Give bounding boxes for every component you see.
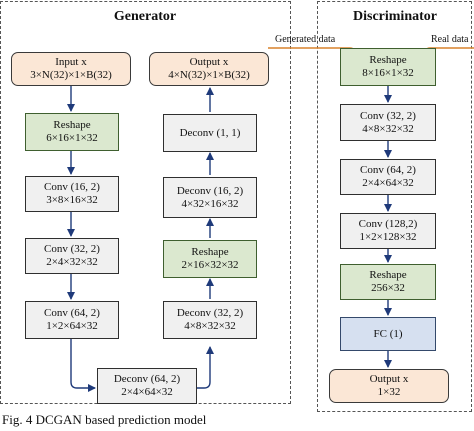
discriminator-reshape2-label: Reshape — [369, 269, 407, 281]
discriminator-reshape-label: Reshape — [369, 54, 407, 66]
generator-deconv-bottom-label: Deconv (64, 2) — [113, 373, 181, 385]
figure-caption: Fig. 4 DCGAN based prediction model — [2, 412, 207, 427]
discriminator-panel — [317, 1, 472, 412]
generated-data-label: Generated data — [275, 34, 336, 45]
discriminator-conv2-box: Conv (64, 2) 2×4×64×32 — [340, 159, 436, 195]
generator-deconv3-label: Deconv (16, 2) — [176, 184, 244, 197]
discriminator-conv1-label: Conv (32, 2) — [360, 109, 416, 122]
generator-conv3-box: Conv (64, 2) 1×2×64×32 — [25, 301, 119, 339]
generator-conv2-box: Conv (32, 2) 2×4×32×32 — [25, 238, 119, 274]
discriminator-conv2-dims: 2×4×64×32 — [362, 177, 414, 189]
generator-reshape-label: Reshape — [53, 119, 91, 131]
generator-reshape2-label: Reshape — [191, 246, 229, 258]
discriminator-fc-box: FC (1) — [340, 317, 436, 351]
discriminator-output-box: Output x 1×32 — [329, 369, 449, 403]
generator-output-label: Output x — [189, 56, 229, 68]
generator-deconv2-label: Deconv (32, 2) — [176, 307, 244, 319]
real-data-label: Real data — [431, 34, 469, 45]
discriminator-output-label: Output x — [369, 373, 409, 385]
discriminator-reshape2-box: Reshape 256×32 — [340, 264, 436, 300]
generator-reshape2-dims: 2×16×32×32 — [181, 259, 239, 271]
discriminator-conv3-box: Conv (128,2) 1×2×128×32 — [340, 213, 436, 249]
generator-deconv2-dims: 4×8×32×32 — [184, 320, 236, 332]
discriminator-conv3-label: Conv (128,2) — [358, 218, 418, 230]
arrow-conv3-deconvbottom — [70, 339, 96, 392]
generator-reshape-box: Reshape 6×16×1×32 — [25, 113, 119, 151]
discriminator-conv1-box: Conv (32, 2) 4×8×32×32 — [340, 104, 436, 141]
generator-deconv3-box: Deconv (16, 2) 4×32×16×32 — [163, 177, 257, 218]
generator-conv3-label: Conv (64, 2) — [44, 307, 100, 319]
generator-reshape2-box: Reshape 2×16×32×32 — [163, 240, 257, 278]
arrow-deconvbottom-deconv2 — [197, 346, 214, 389]
generator-deconv3-dims: 4×32×16×32 — [181, 197, 239, 210]
discriminator-conv3-dims: 1×2×128×32 — [359, 231, 417, 243]
discriminator-reshape-dims: 8×16×1×32 — [362, 67, 414, 79]
discriminator-conv2-label: Conv (64, 2) — [360, 164, 416, 176]
discriminator-output-dims: 1×32 — [377, 386, 401, 398]
generator-conv1-dims: 3×8×16×32 — [46, 194, 98, 206]
discriminator-reshape-box: Reshape 8×16×1×32 — [340, 48, 436, 86]
generator-reshape-dims: 6×16×1×32 — [46, 132, 98, 144]
generator-title: Generator — [113, 9, 177, 24]
generator-input-dims: 3×N(32)×1×B(32) — [30, 69, 112, 81]
generator-conv2-label: Conv (32, 2) — [44, 243, 100, 255]
generator-deconv-bottom-dims: 2×4×64×32 — [121, 386, 173, 398]
generator-input-label: Input x — [55, 56, 87, 68]
discriminator-fc-label: FC (1) — [373, 327, 403, 340]
generator-output-dims: 4×N(32)×1×B(32) — [168, 69, 250, 81]
generator-deconv2-box: Deconv (32, 2) 4×8×32×32 — [163, 301, 257, 339]
generator-deconv-bottom-box: Deconv (64, 2) 2×4×64×32 — [97, 368, 197, 404]
generator-conv1-label: Conv (16, 2) — [44, 181, 100, 193]
discriminator-title: Discriminator — [353, 9, 437, 24]
generator-input-box: Input x 3×N(32)×1×B(32) — [11, 52, 131, 86]
generator-deconv4-box: Deconv (1, 1) — [163, 114, 257, 152]
generator-conv3-dims: 1×2×64×32 — [46, 320, 98, 332]
discriminator-reshape2-dims: 256×32 — [371, 282, 405, 294]
generator-deconv4-label: Deconv (1, 1) — [179, 126, 241, 139]
generator-conv2-dims: 2×4×32×32 — [46, 256, 98, 268]
generator-conv1-box: Conv (16, 2) 3×8×16×32 — [25, 176, 119, 212]
discriminator-conv1-dims: 4×8×32×32 — [362, 122, 414, 135]
generator-output-box: Output x 4×N(32)×1×B(32) — [149, 52, 269, 86]
